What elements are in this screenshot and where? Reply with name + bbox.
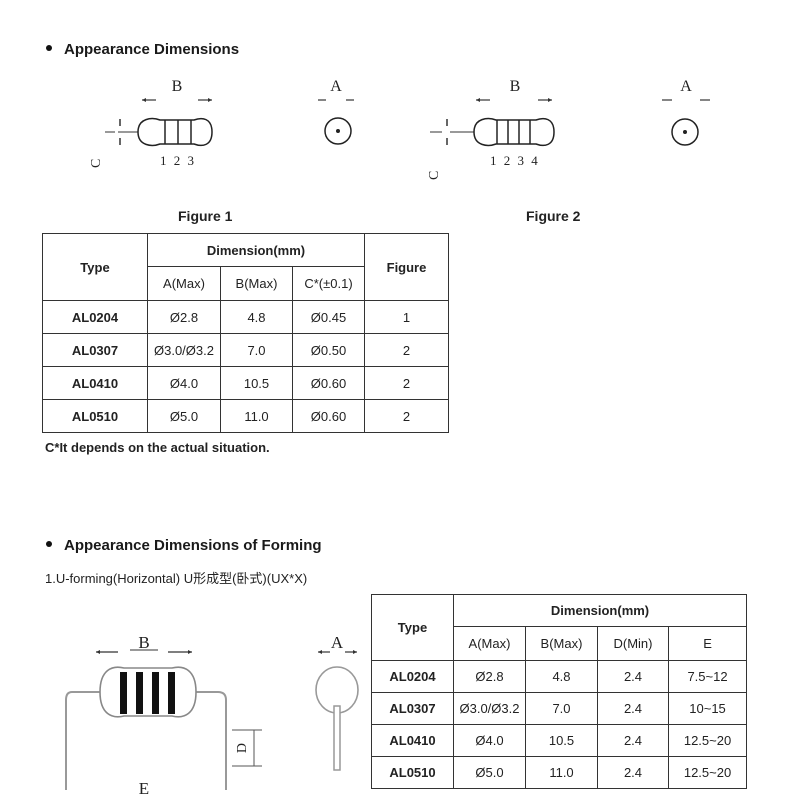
table-row: AL0307 Ø3.0/Ø3.2 7.0 Ø0.50 2 (42, 333, 449, 367)
cell-b: 10.5 (525, 724, 598, 757)
cell-type: AL0410 (371, 724, 454, 757)
fig1-label-c: C (89, 159, 104, 168)
fig1-label-b: B (172, 78, 183, 95)
cell-c: Ø0.45 (292, 300, 365, 334)
forming-label-b: B (138, 633, 149, 652)
cell-d: 2.4 (597, 660, 669, 693)
fig1-band-numbers: 1 2 3 (160, 153, 196, 168)
subheader-b-max: B(Max) (220, 266, 293, 301)
cell-b: 11.0 (525, 756, 598, 789)
cell-b: 4.8 (525, 660, 598, 693)
cell-c: Ø0.50 (292, 333, 365, 367)
table-row: AL0510 Ø5.0 11.0 Ø0.60 2 (42, 399, 449, 433)
cell-c: Ø0.60 (292, 366, 365, 400)
cell-type: AL0204 (42, 300, 148, 334)
subheader-a-max: A(Max) (147, 266, 221, 301)
cell-a: Ø5.0 (147, 399, 221, 433)
table-row: AL0410 Ø4.0 10.5 Ø0.60 2 (42, 366, 449, 400)
cell-e: 7.5~12 (667, 660, 748, 693)
cell-type: AL0410 (42, 366, 148, 400)
cell-figure: 2 (364, 366, 449, 400)
cell-a: Ø2.8 (147, 300, 221, 334)
cell-a: Ø4.0 (147, 366, 221, 400)
figure2-inductor-drawing: B C 1 2 3 4 (427, 78, 555, 180)
header-type: Type (371, 594, 454, 661)
dimension-table-1: Type Dimension(mm) Figure A(Max) B(Max) … (42, 233, 449, 433)
header-type: Type (42, 233, 148, 301)
cell-d: 2.4 (597, 756, 669, 789)
cell-a: Ø3.0/Ø3.2 (147, 333, 221, 367)
cell-a: Ø2.8 (453, 660, 526, 693)
header-figure: Figure (364, 233, 449, 301)
cell-figure: 1 (364, 300, 449, 334)
fig2-label-a: A (680, 78, 692, 95)
figure2-caption: Figure 2 (526, 208, 581, 224)
bullet-icon (46, 541, 52, 548)
cell-a: Ø4.0 (453, 724, 526, 757)
figure2-end-view: A (662, 78, 710, 146)
figure1-caption: Figure 1 (178, 208, 233, 224)
cell-type: AL0510 (371, 756, 454, 789)
cell-type: AL0510 (42, 399, 148, 433)
forming-label-a: A (331, 633, 344, 652)
section-heading-appearance: Appearance Dimensions (46, 41, 239, 58)
cell-b: 11.0 (220, 399, 293, 433)
table-row: AL0204 Ø2.8 4.8 Ø0.45 1 (42, 300, 449, 334)
table-row: AL0410 Ø4.0 10.5 2.4 12.5~20 (371, 724, 748, 757)
cell-b: 7.0 (220, 333, 293, 367)
cell-figure: 2 (364, 399, 449, 433)
cell-type: AL0204 (371, 660, 454, 693)
table-row: AL0307 Ø3.0/Ø3.2 7.0 2.4 10~15 (371, 692, 748, 725)
figure1-end-view: A (318, 78, 354, 145)
forming-label-d: D (235, 743, 250, 753)
fig2-label-c: C (427, 171, 442, 180)
cell-figure: 2 (364, 333, 449, 367)
cell-type: AL0307 (42, 333, 148, 367)
fig2-label-b: B (510, 78, 521, 95)
subheader-b-max: B(Max) (525, 626, 598, 661)
u-forming-drawing: B D E A (65, 633, 359, 798)
subheader-e: E (667, 626, 748, 661)
header-dimension: Dimension(mm) (452, 594, 748, 627)
cell-b: 4.8 (220, 300, 293, 334)
forming-subheading: 1.U-forming(Horizontal) U形成型(卧式)(UX*X) (45, 571, 308, 586)
bullet-icon (46, 45, 52, 52)
cell-a: Ø5.0 (453, 756, 526, 789)
subheader-c-tolerance: C*(±0.1) (292, 266, 365, 301)
cell-a: Ø3.0/Ø3.2 (453, 692, 526, 725)
subheader-a-max: A(Max) (453, 626, 526, 661)
cell-e: 10~15 (667, 692, 748, 725)
table-row: AL0510 Ø5.0 11.0 2.4 12.5~20 (371, 756, 748, 789)
cell-c: Ø0.60 (292, 399, 365, 433)
fig2-band-numbers: 1 2 3 4 (490, 153, 540, 168)
header-dimension: Dimension(mm) (147, 233, 365, 267)
heading-text: Appearance Dimensions of Forming (64, 537, 322, 554)
cell-type: AL0307 (371, 692, 454, 725)
heading-text: Appearance Dimensions (64, 41, 240, 58)
dimension-table-2: Type Dimension(mm) A(Max) B(Max) D(Min) … (371, 594, 748, 789)
subheader-d-min: D(Min) (597, 626, 669, 661)
cell-d: 2.4 (597, 724, 669, 757)
cell-b: 7.0 (525, 692, 598, 725)
forming-label-e: E (139, 779, 149, 798)
footnote-c: C*It depends on the actual situation. (45, 440, 270, 455)
table-row: AL0204 Ø2.8 4.8 2.4 7.5~12 (371, 660, 748, 693)
cell-b: 10.5 (220, 366, 293, 400)
cell-e: 12.5~20 (667, 724, 748, 757)
section-heading-forming: Appearance Dimensions of Forming (46, 537, 322, 554)
cell-d: 2.4 (597, 692, 669, 725)
figure1-inductor-drawing: B C 1 2 3 (89, 78, 213, 168)
appearance-figures: B C 1 2 3 A B C 1 2 (89, 78, 710, 180)
fig1-label-a: A (330, 78, 342, 95)
cell-e: 12.5~20 (667, 756, 748, 789)
